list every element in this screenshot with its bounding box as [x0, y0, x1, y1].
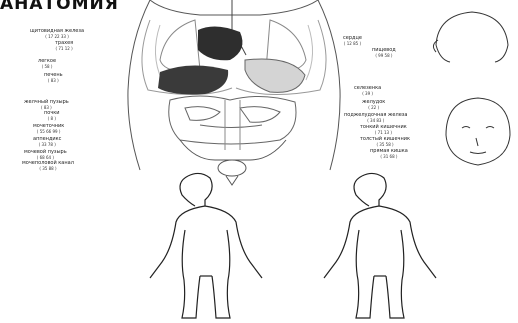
- body-outline-back: [324, 173, 436, 318]
- torso-right-edge: [318, 0, 340, 170]
- body-outline-front: [150, 173, 262, 318]
- intestines: [169, 96, 296, 150]
- head-sketch-face: [446, 98, 510, 165]
- stomach: [245, 59, 305, 92]
- heart: [198, 26, 242, 60]
- liver: [158, 65, 228, 94]
- lung-left: [160, 20, 200, 71]
- head-sketch-top: [433, 12, 508, 62]
- pelvis: [180, 140, 286, 185]
- shoulder-line: [150, 0, 318, 15]
- torso-left-edge: [128, 0, 150, 170]
- bladder: [218, 160, 246, 176]
